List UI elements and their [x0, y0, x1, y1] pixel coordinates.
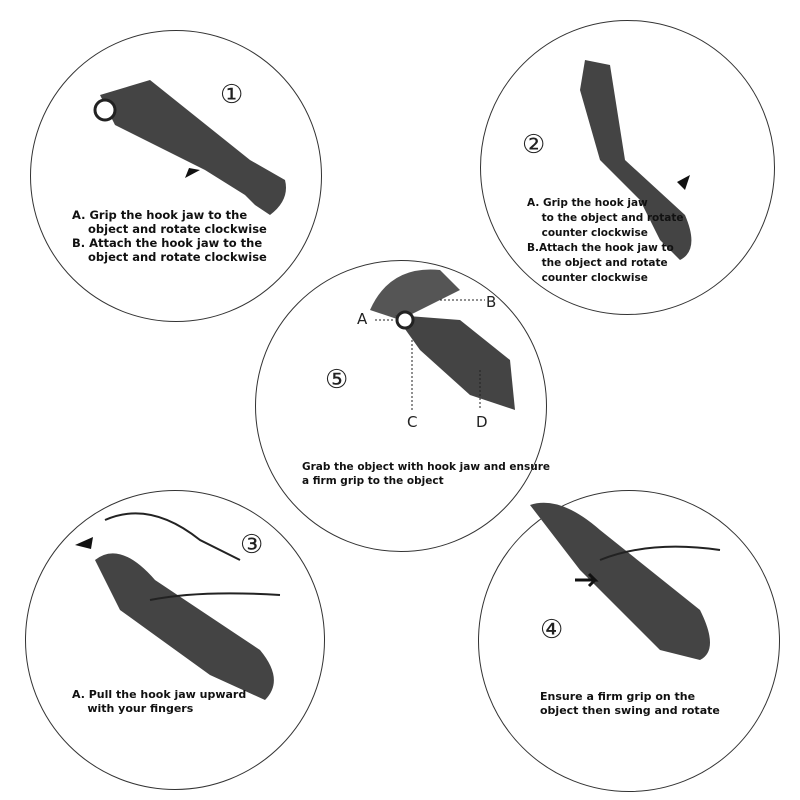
step-number-2: ②: [522, 130, 546, 160]
wrench-step-5: [370, 269, 515, 410]
arrow-icon: [185, 168, 200, 178]
hand-wrench-step-4: [530, 502, 721, 660]
step-number-5: ⑤: [325, 365, 349, 395]
step-2-text: A. Grip the hook jaw to the object and r…: [527, 197, 684, 284]
wrench-step-2: [580, 60, 692, 260]
arrow-icon: [75, 537, 93, 549]
wrench-step-1: [93, 80, 286, 215]
label-b: B: [486, 293, 497, 311]
step-number-1: ①: [220, 80, 244, 110]
label-d: D: [476, 413, 488, 431]
step-1-text: A. Grip the hook jaw to the object and r…: [72, 208, 267, 264]
step-4-text: Ensure a firm grip on the object then sw…: [540, 690, 720, 717]
step-number-4: ④: [540, 615, 564, 645]
step-3-text: A. Pull the hook jaw upward with your fi…: [72, 688, 247, 715]
step-4-circle: [478, 490, 780, 792]
hand-wrench-step-3: [75, 512, 281, 700]
step-number-3: ③: [240, 530, 264, 560]
label-c: C: [407, 413, 418, 431]
label-a: A: [357, 310, 368, 328]
arrow-icon: [575, 572, 599, 588]
arrow-icon: [677, 175, 690, 190]
step-5-text: Grab the object with hook jaw and ensure…: [302, 461, 551, 487]
